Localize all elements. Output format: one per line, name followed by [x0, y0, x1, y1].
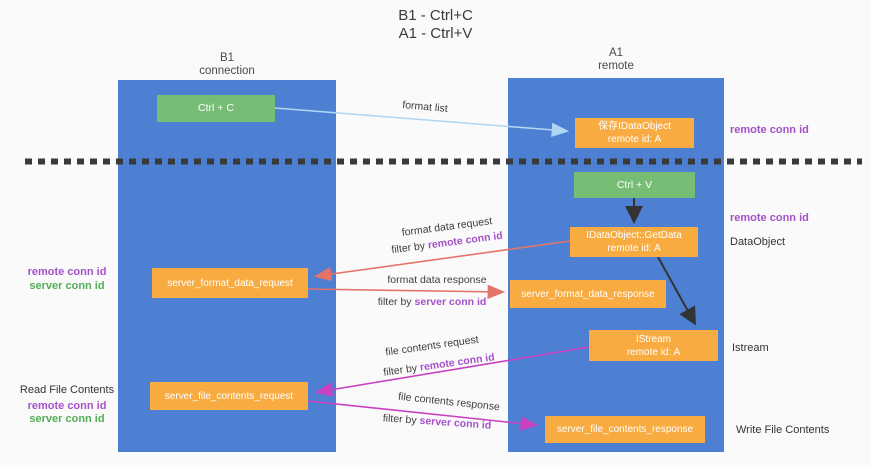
node-server-file-contents-response-label: server_file_contents_response — [556, 424, 694, 435]
left-server-conn-id-mid-label: server conn id — [29, 280, 105, 292]
node-server-format-data-response-label: server_format_data_response — [521, 288, 655, 300]
node-istream-line2: remote id: A — [626, 346, 681, 358]
right-istream-label: Istream — [732, 342, 769, 354]
right-remote-conn-id-mid-label: remote conn id — [730, 212, 809, 224]
file-contents-response-label: file contents response — [397, 390, 501, 414]
file-request-filter-id: remote conn id — [419, 351, 496, 374]
diagram-title: B1 - Ctrl+C A1 - Ctrl+V — [0, 7, 871, 43]
format-list-label: format list — [401, 99, 449, 115]
format-response-filter-id: server conn id — [414, 296, 487, 308]
lane-header-b1: B1 connection — [157, 52, 297, 78]
lane-b1-name: B1 — [219, 52, 235, 64]
node-ctrl-c-label: Ctrl + C — [198, 102, 234, 114]
title-line-b1: B1 - Ctrl+C — [398, 7, 473, 24]
left-server-conn-id-bottom-label: server conn id — [29, 413, 105, 425]
node-save-idataobject: 保存IDataObject remote id: A — [575, 118, 694, 148]
node-istream: IStream remote id: A — [589, 330, 718, 361]
node-idataobject-getdata: IDataObject::GetData remote id: A — [570, 227, 698, 257]
node-istream-line1: IStream — [635, 333, 671, 345]
lane-a1-subtitle: remote — [598, 60, 634, 72]
node-server-file-contents-request-label: server_file_contents_request — [164, 390, 294, 402]
format-request-filter-prefix: filter by — [390, 239, 426, 257]
node-server-format-data-request: server_format_data_request — [152, 268, 308, 298]
node-ctrl-v: Ctrl + V — [574, 172, 695, 198]
format-response-filter-prefix: filter by — [377, 296, 412, 308]
lane-header-a1: A1 remote — [546, 47, 686, 73]
node-ctrl-v-label: Ctrl + V — [616, 178, 653, 191]
file-request-filter-prefix: filter by — [382, 362, 418, 379]
node-ctrl-c: Ctrl + C — [157, 95, 275, 122]
file-response-filter-prefix: filter by — [382, 412, 417, 427]
node-server-file-contents-response: server_file_contents_response — [545, 416, 705, 443]
right-write-file-contents-label: Write File Contents — [736, 424, 830, 436]
node-server-format-data-request-label: server_format_data_request — [167, 277, 293, 289]
left-remote-conn-id-bottom-label: remote conn id — [27, 400, 107, 412]
right-dataobject-label: DataObject — [730, 236, 786, 248]
format-data-response-arrow — [306, 284, 506, 299]
file-response-filter-id: server conn id — [419, 414, 492, 432]
node-getdata-line1: IDataObject::GetData — [586, 230, 682, 241]
node-server-file-contents-request: server_file_contents_request — [150, 382, 308, 410]
title-line-a1: A1 - Ctrl+V — [398, 25, 473, 42]
right-remote-conn-id-top-label: remote conn id — [730, 124, 809, 136]
lane-a1-name: A1 — [608, 47, 624, 59]
node-save-idataobject-line1: 保存IDataObject — [598, 121, 671, 132]
left-read-file-contents-label: Read File Contents — [19, 384, 115, 396]
node-server-format-data-response: server_format_data_response — [510, 280, 666, 308]
node-getdata-line2: remote id: A — [607, 243, 661, 254]
node-save-idataobject-line2: remote id: A — [607, 134, 662, 145]
format-data-response-label: format data response — [387, 274, 487, 286]
lane-b1-subtitle: connection — [199, 65, 255, 77]
left-remote-conn-id-mid-label: remote conn id — [27, 266, 107, 278]
